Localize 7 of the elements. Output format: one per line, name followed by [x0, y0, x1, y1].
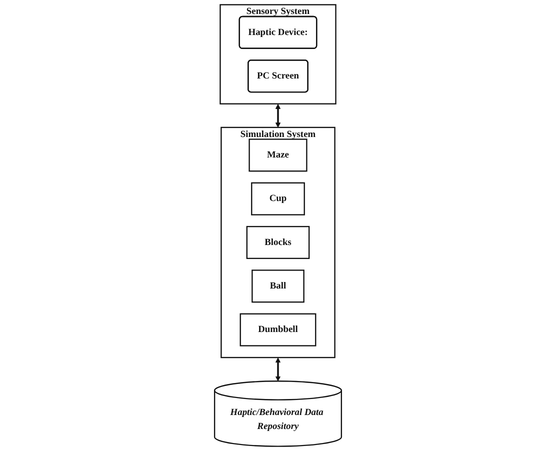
- node-box: Dumbbell: [240, 313, 316, 346]
- node-box: Blocks: [246, 226, 310, 259]
- node-box: Ball: [252, 270, 304, 303]
- arrow: [275, 104, 281, 128]
- node-box: Maze: [248, 138, 308, 172]
- node-box: Cup: [251, 182, 305, 216]
- arrow: [275, 358, 281, 382]
